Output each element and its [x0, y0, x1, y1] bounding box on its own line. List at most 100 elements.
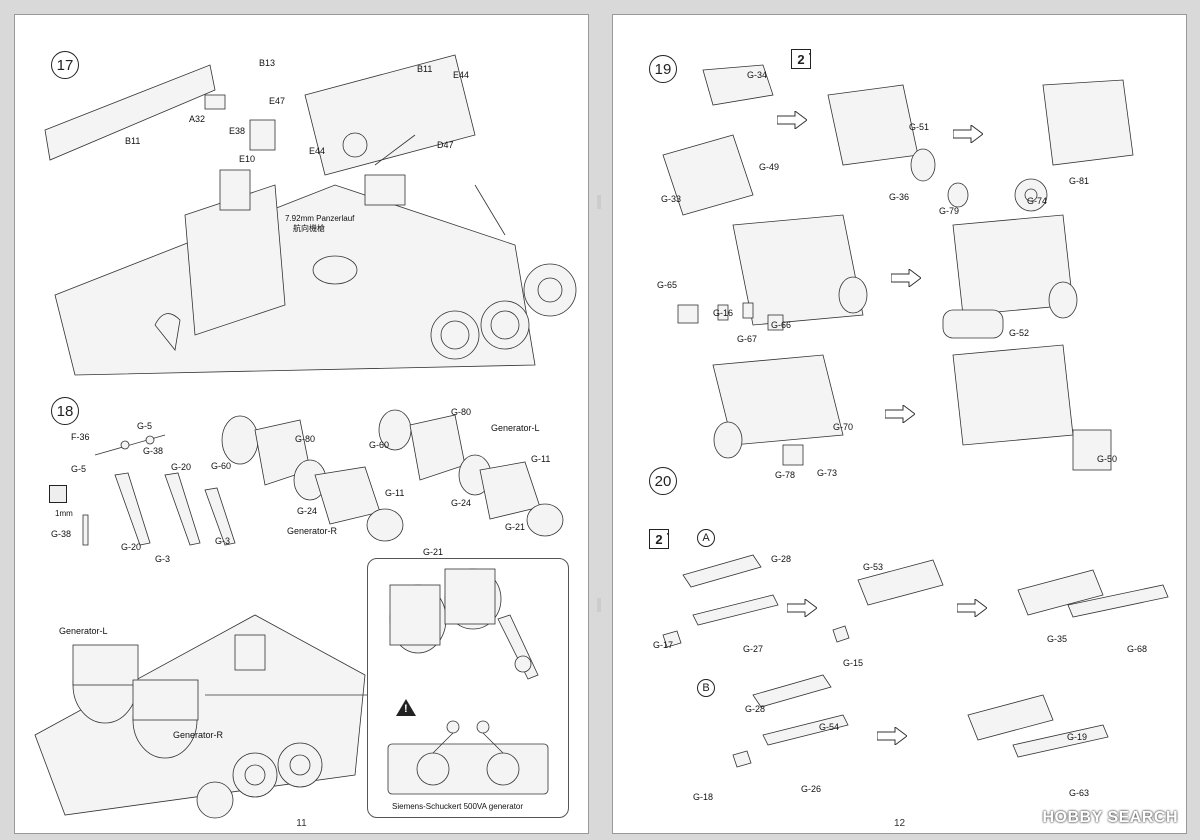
part-g33-label: G-33 [661, 194, 682, 204]
warning-icon: ! [396, 699, 416, 716]
generator-detail-inset: ! Siemens-Schuckert 500VA generator [367, 558, 569, 818]
part-g78-label: G-78 [775, 470, 796, 480]
part-g36-label: G-36 [889, 192, 910, 202]
step-18-generator-parts-illustration [82, 409, 564, 546]
part-g5-label-2: G-5 [71, 464, 87, 474]
part-g81-label: G-81 [1069, 176, 1090, 186]
step-20-badge-value: 2 [655, 531, 663, 547]
part-g15-label: G-15 [843, 658, 864, 668]
part-g53-label: G-53 [863, 562, 884, 572]
generator-pair-illustration [389, 568, 539, 680]
part-g74-label: G-74 [1027, 196, 1048, 206]
part-d47-label: D47 [437, 140, 454, 150]
subassembly-arrow-icon [957, 599, 987, 617]
binding-mark [597, 598, 601, 612]
subassembly-a-marker: A [697, 529, 715, 547]
page-number-right: 12 [893, 818, 906, 829]
part-g51-label: G-51 [909, 122, 930, 132]
part-g54-label: G-54 [819, 722, 840, 732]
part-e44-label-2: E44 [309, 146, 326, 156]
part-e10-label: E10 [239, 154, 256, 164]
generator-l-bottom-label: Generator-L [59, 626, 108, 636]
subassembly-arrow-icon [877, 727, 907, 745]
part-g50-label: G-50 [1097, 454, 1118, 464]
part-g3-label-2: G-3 [215, 536, 231, 546]
part-e44-label: E44 [453, 70, 470, 80]
part-g21-label-2: G-21 [505, 522, 526, 532]
mg-label-cn: 航向機槍 [293, 224, 325, 233]
instruction-page-left: 17 B13 B11 E44 E47 A32 B11 E38 E10 E44 D… [14, 14, 589, 834]
step-18-number: 18 [51, 397, 79, 425]
part-g65-label: G-65 [657, 280, 678, 290]
part-g5-label: G-5 [137, 421, 153, 431]
step-arrow-icon [885, 405, 915, 423]
part-g21-label: G-21 [423, 547, 444, 557]
part-g52-label: G-52 [1009, 328, 1030, 338]
part-g60-label: G-60 [211, 461, 232, 471]
part-g38-label: G-38 [143, 446, 164, 456]
part-g68-label: G-68 [1127, 644, 1148, 654]
belt-routing-illustration [387, 720, 549, 795]
generator-l-label: Generator-L [491, 423, 540, 433]
measure-1mm-label: 1mm [55, 509, 73, 518]
part-g79-label: G-79 [939, 206, 960, 216]
glue-icon [49, 485, 67, 503]
part-g35-label: G-35 [1047, 634, 1068, 644]
generator-r-bottom-label: Generator-R [173, 730, 224, 740]
part-g18-label: G-18 [693, 792, 714, 802]
step-arrow-icon [891, 269, 921, 287]
part-g60-label-2: G-60 [369, 440, 390, 450]
inset-caption: Siemens-Schuckert 500VA generator [392, 802, 524, 811]
step-17-number: 17 [51, 51, 79, 79]
step-19-engine-illustration [662, 64, 1134, 471]
part-g17-label: G-17 [653, 640, 674, 650]
part-g11-label: G-11 [385, 488, 405, 498]
part-g24-label: G-24 [297, 506, 318, 516]
step-17-hull-illustration [44, 54, 577, 376]
step-19-number: 19 [649, 55, 677, 83]
step-19-badge: 2● [791, 49, 811, 69]
part-g11-label-2: G-11 [531, 454, 551, 464]
subassembly-arrow-icon [953, 125, 983, 143]
step-20-badge: 2● [649, 529, 669, 549]
step-arrow-icon [777, 111, 807, 129]
part-b13-label: B13 [259, 58, 276, 68]
part-g28-label-2: G-28 [745, 704, 766, 714]
watermark-logo: HOBBY SEARCH [1042, 809, 1178, 826]
instruction-page-right: 19 2● [612, 14, 1187, 834]
part-b11-label: B11 [417, 64, 433, 74]
part-g20-label: G-20 [171, 462, 192, 472]
part-g67-label: G-67 [737, 334, 758, 344]
part-g80-label-2: G-80 [451, 407, 472, 417]
part-g20-label-2: G-20 [121, 542, 142, 552]
part-g80-label: G-80 [295, 434, 316, 444]
part-g19-label: G-19 [1067, 732, 1088, 742]
part-g49-label: G-49 [759, 162, 780, 172]
part-g34-label: G-34 [747, 70, 768, 80]
step-20-number: 20 [649, 467, 677, 495]
part-g38-label-2: G-38 [51, 529, 72, 539]
part-g63-label: G-63 [1069, 788, 1090, 798]
part-g24-label-2: G-24 [451, 498, 472, 508]
part-e47-label: E47 [269, 96, 286, 106]
subassembly-b-marker: B [697, 679, 715, 697]
part-g66-label: G-66 [771, 320, 792, 330]
mg-label: 7.92mm Panzerlauf [285, 214, 355, 223]
generator-r-label: Generator-R [287, 526, 338, 536]
part-g26-label: G-26 [801, 784, 822, 794]
part-g3-label: G-3 [155, 554, 171, 564]
part-g27-label: G-27 [743, 644, 764, 654]
subassembly-arrow-icon [787, 599, 817, 617]
page-number-left: 11 [296, 818, 307, 829]
part-a32-label: A32 [189, 114, 206, 124]
part-g73-label: G-73 [817, 468, 838, 478]
step-18-hull-illustration [34, 614, 375, 819]
part-f36-label: F-36 [71, 432, 90, 442]
part-g16-label: G-16 [713, 308, 734, 318]
step-20-cover-illustration [662, 554, 1169, 768]
step-19-badge-value: 2 [797, 51, 805, 67]
part-e38-label: E38 [229, 126, 246, 136]
part-g70-label: G-70 [833, 422, 854, 432]
part-g28-label: G-28 [771, 554, 792, 564]
binding-mark [597, 195, 601, 209]
